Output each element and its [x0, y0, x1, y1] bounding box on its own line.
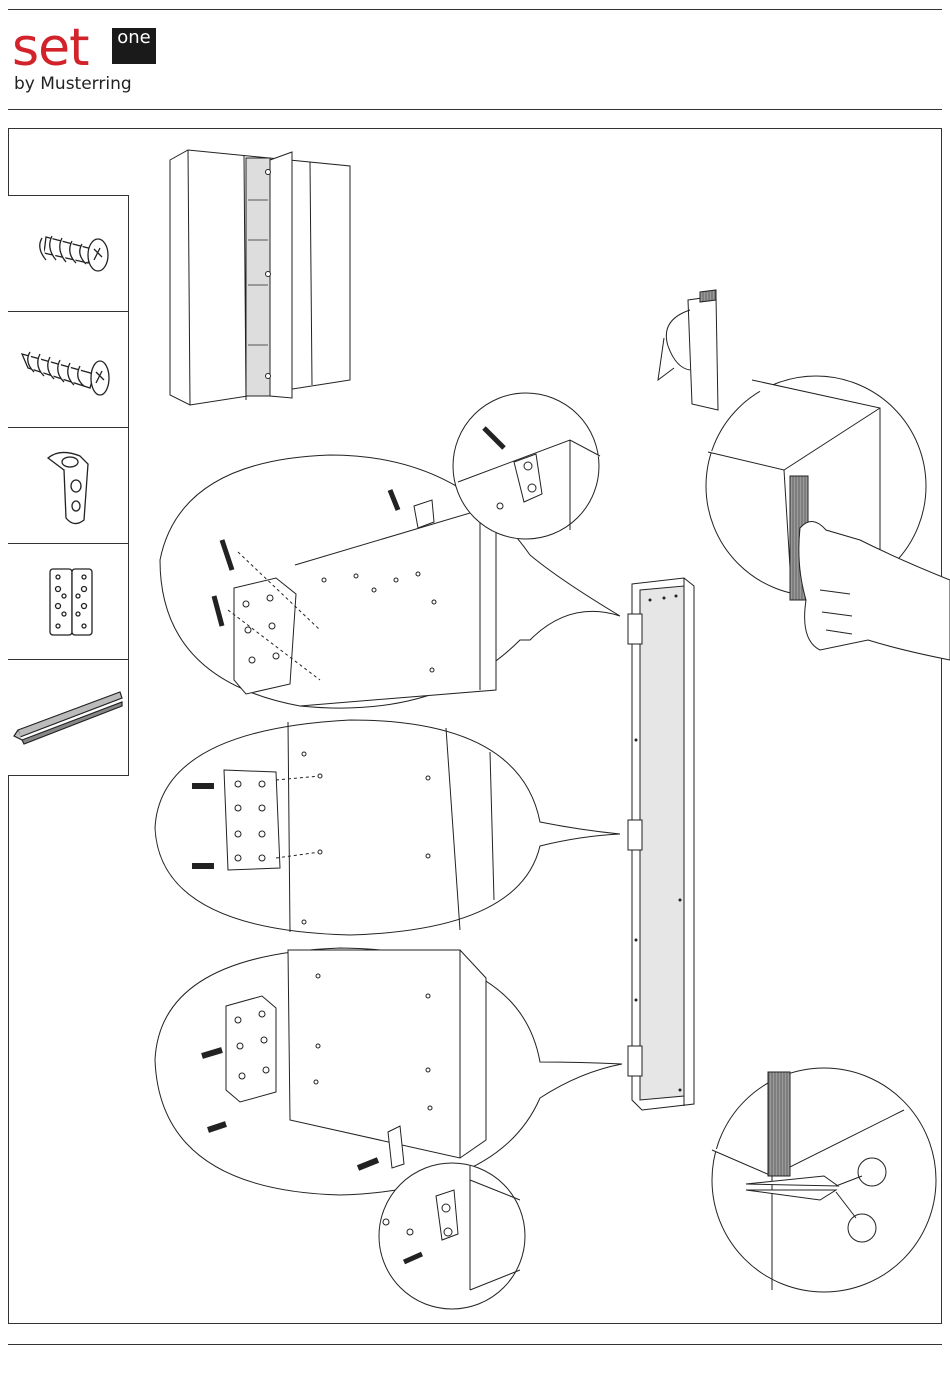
- corner-bracket-closeup-icon: [453, 393, 600, 539]
- seal-strip-peel-icon: [658, 290, 718, 410]
- wardrobe-overview-icon: [170, 150, 350, 405]
- footer-rule: [8, 1344, 942, 1345]
- press-seal-hand-icon: [706, 376, 950, 660]
- middle-bracket-detail-icon: [155, 720, 620, 935]
- bottom-bracket-detail-icon: [155, 948, 622, 1195]
- cut-seal-scissors-icon: [712, 1068, 936, 1292]
- door-panel-icon: [628, 578, 694, 1110]
- bottom-corner-closeup-icon: [379, 1163, 525, 1309]
